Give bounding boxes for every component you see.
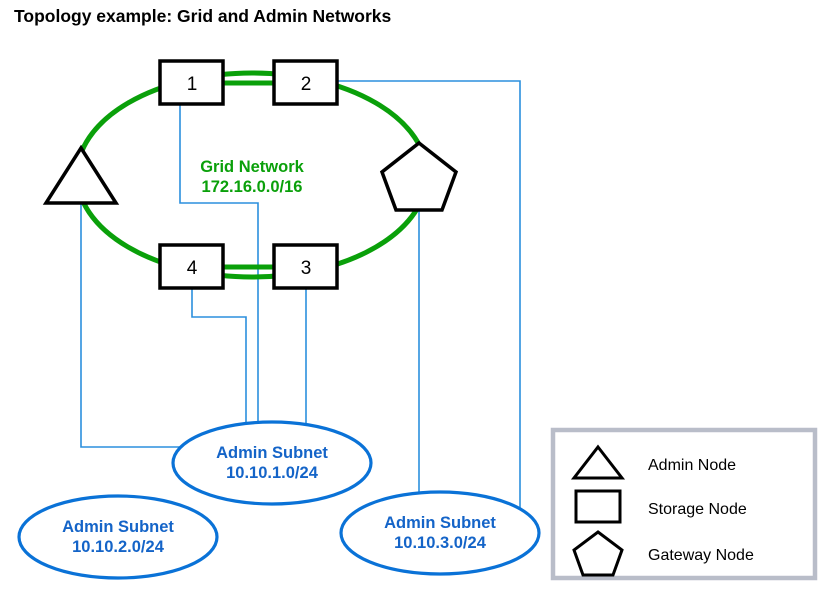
node-2[interactable]: 2 bbox=[272, 59, 339, 106]
admin-subnet-3-cidr: 10.10.3.0/24 bbox=[394, 534, 487, 552]
node-1[interactable]: 1 bbox=[158, 59, 225, 106]
link-node4-to-admin-subnet-1 bbox=[191, 285, 247, 437]
admin-subnet-1-name: Admin Subnet bbox=[216, 444, 328, 462]
node-3[interactable]: 3 bbox=[272, 243, 339, 290]
legend-gateway-node-label: Gateway Node bbox=[648, 547, 754, 564]
admin-node-triangle[interactable] bbox=[42, 144, 120, 205]
legend-rectangle-icon bbox=[574, 489, 622, 524]
grid-network-name: Grid Network bbox=[200, 158, 304, 176]
legend-item-storage-node: Storage Node bbox=[574, 489, 747, 524]
legend-item-gateway-node: Gateway Node bbox=[572, 530, 754, 577]
admin-subnet-3[interactable]: Admin Subnet 10.10.3.0/24 bbox=[339, 490, 541, 576]
legend-triangle-icon bbox=[570, 444, 626, 480]
node-4-label: 4 bbox=[187, 258, 198, 279]
legend-storage-node-label: Storage Node bbox=[648, 501, 747, 518]
admin-subnet-2-cidr: 10.10.2.0/24 bbox=[72, 538, 165, 556]
admin-subnet-2-name: Admin Subnet bbox=[62, 518, 174, 536]
node-2-box[interactable] bbox=[272, 59, 339, 106]
node-3-label: 3 bbox=[301, 258, 312, 279]
link-node2-to-admin-subnet-3 bbox=[338, 80, 521, 530]
admin-subnet-1[interactable]: Admin Subnet 10.10.1.0/24 bbox=[171, 420, 373, 506]
admin-network-links bbox=[80, 80, 521, 530]
admin-subnet-3-name: Admin Subnet bbox=[384, 514, 496, 532]
page-title: Topology example: Grid and Admin Network… bbox=[14, 6, 392, 26]
legend-item-admin-node: Admin Node bbox=[570, 444, 736, 480]
grid-network-cidr: 172.16.0.0/16 bbox=[202, 178, 303, 196]
node-4[interactable]: 4 bbox=[158, 243, 225, 290]
grid-network-label: Grid Network 172.16.0.0/16 bbox=[200, 158, 304, 196]
admin-subnet-2[interactable]: Admin Subnet 10.10.2.0/24 bbox=[17, 494, 219, 580]
admin-subnet-3-ellipse[interactable] bbox=[339, 490, 541, 576]
node-1-label: 1 bbox=[187, 74, 198, 95]
admin-subnet-2-ellipse[interactable] bbox=[17, 494, 219, 580]
node-4-box[interactable] bbox=[158, 243, 225, 290]
link-node1-to-admin-subnet-1 bbox=[179, 102, 259, 437]
node-group: 1 2 4 3 bbox=[42, 59, 459, 290]
legend-admin-node-label: Admin Node bbox=[648, 457, 736, 474]
admin-subnet-1-cidr: 10.10.1.0/24 bbox=[226, 464, 319, 482]
gateway-node-pentagon[interactable] bbox=[379, 140, 459, 212]
admin-subnet-1-ellipse[interactable] bbox=[171, 420, 373, 506]
legend-pentagon-icon bbox=[572, 530, 624, 577]
legend: Admin Node Storage Node Gateway Node bbox=[550, 427, 818, 581]
node-3-box[interactable] bbox=[272, 243, 339, 290]
node-1-box[interactable] bbox=[158, 59, 225, 106]
link-admin-node-to-admin-subnet-1 bbox=[80, 203, 180, 448]
node-2-label: 2 bbox=[301, 74, 312, 95]
